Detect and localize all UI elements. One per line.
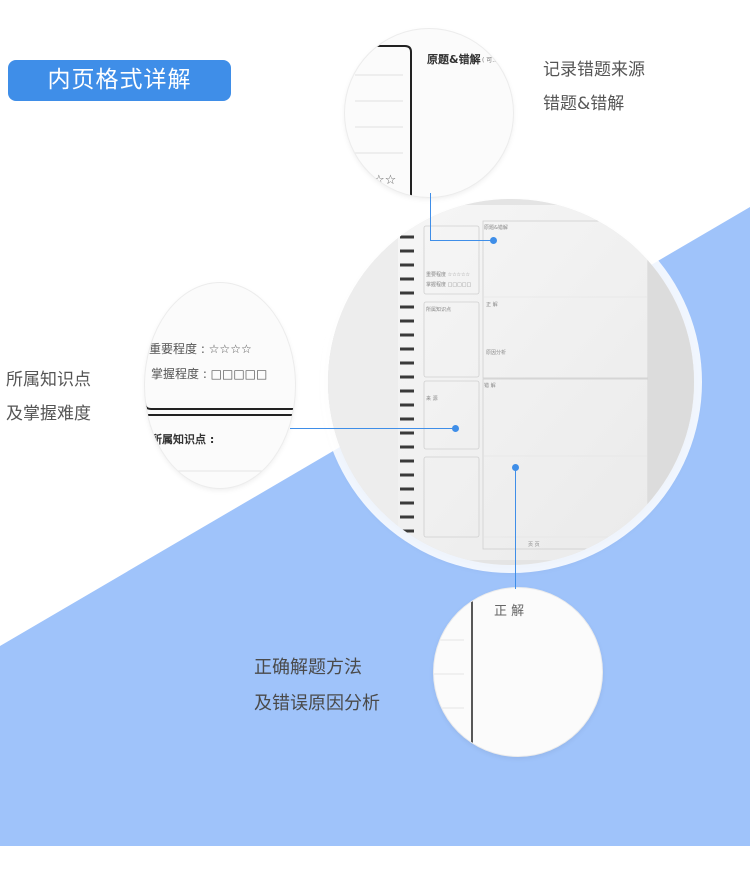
zoom-source-page	[345, 45, 412, 197]
nb-wrong-label: 错 解	[484, 383, 496, 389]
method-label-line2: 及错误原因分析	[254, 693, 380, 714]
zoom-source-stars: ☆☆	[373, 173, 397, 188]
nb-page-label: 页 页	[528, 542, 540, 548]
notebook-page-illustration	[328, 199, 694, 565]
zoom-source-heading: 原题&错解	[427, 53, 481, 66]
nb-knowledge-label: 所属知识点	[426, 307, 452, 313]
bottom-strip	[0, 846, 750, 871]
page-title-badge: 内页格式详解	[8, 60, 231, 101]
connector-knowledge-line	[290, 428, 456, 429]
connector-knowledge-dot	[452, 425, 459, 432]
zoom-circle-source: 原题&错解 ( 可... ☆☆	[345, 29, 513, 197]
nb-correct-label: 正 解	[486, 302, 498, 308]
nb-reason-label: 原因分析	[486, 350, 507, 356]
zoom-knowledge: 所属知识点 :	[151, 433, 215, 446]
zoom-source-note: ( 可...	[482, 57, 498, 64]
zoom-circle-knowledge: 重要程度 : ☆☆☆☆ 掌握程度 : □□□□□ 所属知识点 :	[145, 283, 295, 488]
zoom-importance: 重要程度 : ☆☆☆☆	[149, 342, 252, 356]
zoom-knowledge-page	[145, 402, 295, 472]
connector-source-dot	[490, 237, 497, 244]
source-label-line1: 记录错题来源	[543, 60, 645, 80]
nb-mastery-label: 掌握程度 □□□□□	[426, 282, 472, 288]
connector-source-vertical	[430, 193, 431, 240]
knowledge-label-line2: 及掌握难度	[6, 404, 91, 424]
connector-source-horizontal	[430, 240, 493, 241]
connector-answer-line	[515, 468, 516, 589]
nb-source-label: 来 源	[426, 396, 438, 402]
zoom-answer-heading: 正 解	[494, 604, 525, 619]
knowledge-label-line1: 所属知识点	[6, 370, 91, 390]
nb-importance-label: 重要程度 ☆☆☆☆☆	[426, 272, 471, 278]
notebook-photo-circle: 原题&错解 重要程度 ☆☆☆☆☆ 掌握程度 □□□□□ 所属知识点 正 解 原因…	[328, 199, 694, 565]
zoom-circle-answer: 正 解	[434, 588, 602, 756]
nb-original-label: 原题&错解	[484, 225, 508, 231]
zoom-answer-page	[434, 588, 473, 756]
zoom-mastery: 掌握程度 : □□□□□	[151, 367, 268, 381]
source-label-line2: 错题&错解	[543, 94, 625, 114]
method-label-line1: 正确解题方法	[254, 657, 362, 678]
connector-answer-dot	[512, 464, 519, 471]
